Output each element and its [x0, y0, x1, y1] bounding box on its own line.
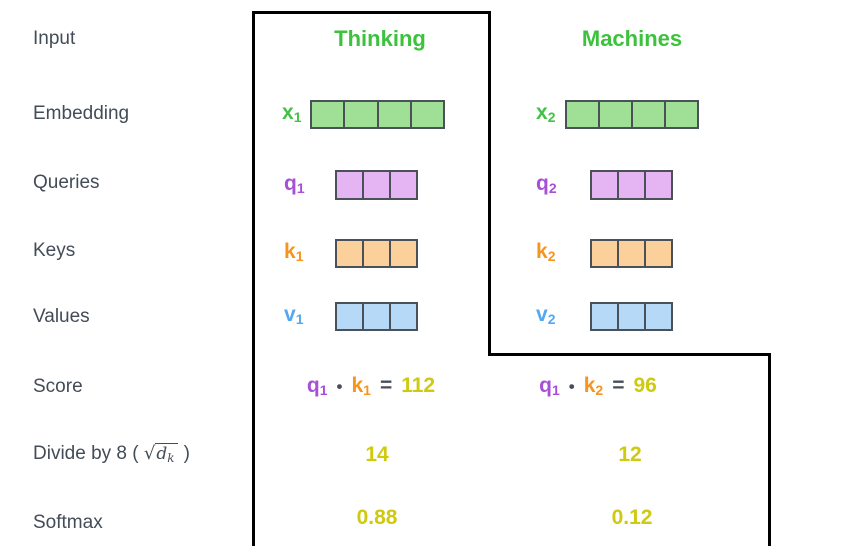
row-label-keys: Keys: [33, 240, 76, 261]
vector-cell: [617, 172, 644, 198]
equals-sign: =: [612, 374, 625, 397]
row-label-score: Score: [33, 376, 83, 397]
vector-cell: [644, 241, 671, 266]
value-label-v2: v2: [536, 303, 556, 327]
row-label-input: Input: [33, 28, 76, 49]
embedding-label-x2: x2: [536, 101, 556, 125]
value-vector-v1: [335, 302, 418, 331]
row-label-values: Values: [33, 306, 90, 327]
vector-cell: [343, 102, 376, 127]
vector-cell: [337, 172, 362, 198]
vector-cell: [376, 102, 410, 127]
score-expression-2: q1 • k2 = 96: [539, 374, 657, 398]
vector-cell: [592, 172, 617, 198]
value-vector-v2: [590, 302, 673, 331]
score2-result: 96: [633, 374, 657, 397]
query-vector-q2: [590, 170, 673, 200]
vector-cell: [362, 304, 389, 329]
score1-result: 112: [401, 374, 436, 397]
vector-cell: [617, 304, 644, 329]
divided-result-2: 12: [618, 443, 642, 466]
embedding-label-x1: x1: [282, 101, 302, 125]
embedding-vector-x2: [565, 100, 699, 129]
query-vector-q1: [335, 170, 418, 200]
radicand-sub-k: k: [167, 451, 175, 465]
embedding-vector-x1: [310, 100, 445, 129]
softmax-result-1: 0.88: [356, 506, 398, 529]
vector-cell: [362, 172, 389, 198]
vector-cell: [631, 102, 664, 127]
key-vector-k1: [335, 239, 418, 268]
divided-result-1: 14: [365, 443, 389, 466]
column-header-machines: Machines: [581, 26, 683, 51]
sqrt-dk-formula: √dk: [143, 442, 184, 465]
equals-sign: =: [379, 374, 393, 397]
vector-cell: [664, 102, 697, 127]
query-label-q2: q2: [536, 172, 557, 196]
vector-cell: [389, 304, 416, 329]
vector-cell: [644, 304, 671, 329]
vector-cell: [389, 172, 416, 198]
vector-cell: [598, 102, 631, 127]
radical-sign: √: [143, 443, 156, 464]
divide-prefix: Divide by 8 (: [33, 443, 139, 464]
column-header-thinking: Thinking: [334, 26, 426, 51]
key-label-k1: k1: [284, 240, 304, 264]
vector-cell: [362, 241, 389, 266]
dot-operator: •: [568, 377, 575, 396]
score2-k-term: k2: [583, 374, 604, 398]
score1-q-term: q1: [306, 374, 328, 398]
row-label-softmax: Softmax: [33, 512, 103, 533]
vector-cell: [592, 304, 617, 329]
vector-cell: [389, 241, 416, 266]
vector-cell: [592, 241, 617, 266]
row-label-divide: Divide by 8 ( √dk ): [33, 442, 190, 465]
score-expression-1: q1 • k1 = 112: [307, 374, 435, 398]
vector-cell: [409, 102, 443, 127]
vector-cell: [337, 241, 362, 266]
key-vector-k2: [590, 239, 673, 268]
query-label-q1: q1: [284, 172, 305, 196]
vector-cell: [567, 102, 598, 127]
softmax-result-2: 0.12: [611, 506, 653, 529]
row-label-queries: Queries: [33, 172, 100, 193]
row-label-embedding: Embedding: [33, 103, 130, 124]
vector-cell: [644, 172, 671, 198]
vector-cell: [312, 102, 343, 127]
radicand-d: dk: [155, 443, 178, 465]
score1-k-term: k1: [351, 374, 371, 398]
vector-cell: [617, 241, 644, 266]
vector-cell: [337, 304, 362, 329]
divide-suffix: ): [183, 443, 190, 464]
score2-q-term: q1: [539, 374, 560, 398]
dot-operator: •: [336, 377, 343, 396]
value-label-v1: v1: [284, 303, 304, 327]
key-label-k2: k2: [536, 240, 556, 264]
